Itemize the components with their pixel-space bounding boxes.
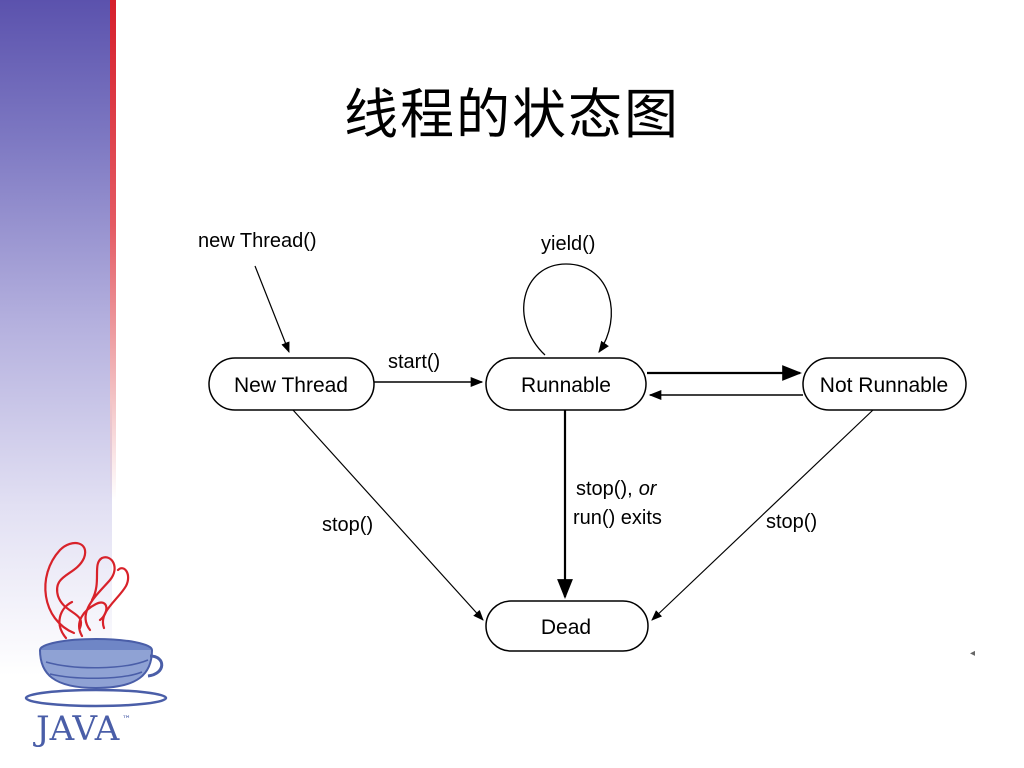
node-runnable-label: Runnable <box>521 374 611 397</box>
edge-new <box>254 265 290 354</box>
edge-stop-right-label: stop() <box>766 511 817 533</box>
node-not-runnable: Not Runnable <box>802 357 967 411</box>
edge-yield-label: yield() <box>541 233 595 255</box>
node-not-runnable-label: Not Runnable <box>820 374 948 397</box>
node-dead: Dead <box>485 600 649 652</box>
java-logo: JAVA ™ <box>24 541 168 749</box>
edge-new-dead <box>292 409 484 621</box>
steam-icon <box>44 541 130 640</box>
slide-title: 线程的状态图 <box>0 70 1024 149</box>
edge-or-text: or <box>639 478 658 500</box>
node-runnable: Runnable <box>485 357 647 411</box>
node-new-thread-label: New Thread <box>234 374 348 397</box>
edge-stop-prefix: stop(), <box>576 478 633 500</box>
java-logo-text: JAVA <box>33 709 120 749</box>
edge-stop-or-label: stop(), or <box>576 478 658 500</box>
edge-not-runnable-dead <box>651 409 874 621</box>
slide-title-text: 线程的状态图 <box>344 83 680 146</box>
edge-run-exits-label: run() exits <box>573 507 662 529</box>
java-logo-tm: ™ <box>122 715 131 725</box>
edge-yield-loop <box>523 263 612 356</box>
edge-stop-left-label: stop() <box>322 514 373 536</box>
cup-icon <box>24 638 168 708</box>
node-dead-label: Dead <box>541 616 591 639</box>
edge-start-label: start() <box>388 351 440 373</box>
stray-mark: ◂ <box>970 648 975 659</box>
node-new-thread: New Thread <box>208 357 375 411</box>
red-accent-line <box>110 0 116 500</box>
edge-new-label: new Thread() <box>198 230 317 252</box>
